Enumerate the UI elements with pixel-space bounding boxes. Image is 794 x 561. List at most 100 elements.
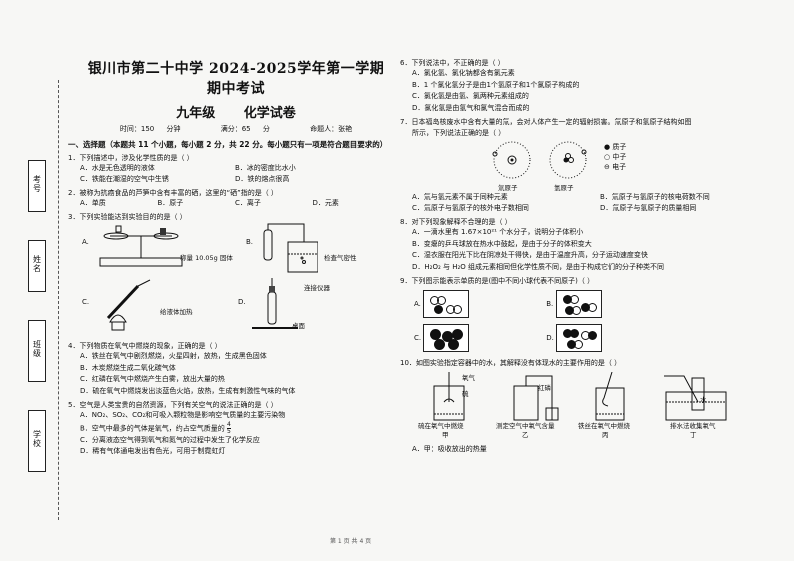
figure-label: A. (414, 300, 421, 308)
atom-icon (434, 339, 446, 350)
figure-caption: 排水法收集氧气 (670, 422, 716, 430)
molecule-box-a (423, 290, 470, 318)
time-info: 时间：150 分钟 (119, 125, 181, 133)
q9-option-a: A. (414, 290, 544, 318)
option: A．氯化氢、氯化钠都含有氯元素 (412, 69, 515, 77)
question-10-figures: 氧气 硫 硫在氧气中燃烧 甲 红磷 测定空气中氧气含量 乙 铁丝在氧气中燃烧 丙 (400, 370, 788, 440)
question-3-figures-bottom: C. 给液体加热 D. 连接仪器 桌面 (68, 278, 390, 338)
fraction-denominator: 5 (227, 427, 231, 435)
binding-box-school (28, 410, 46, 472)
option: A．一滴水里有 1.67×10²¹ 个水分子，说明分子体积小 (412, 228, 584, 236)
exam-title: 银川市第二十中学 2024-2025学年第一学期期中考试 (87, 61, 385, 97)
atom-icon (588, 331, 598, 340)
option: A．氚与氢元素不属于同种元素 (412, 193, 508, 201)
atom-icon (452, 329, 464, 340)
figure-label: 水 (700, 396, 707, 404)
figure-caption: 铁丝在氧气中燃烧 (578, 422, 630, 430)
binding-label: 姓名 (33, 255, 41, 273)
fraction: 4 5 (227, 421, 231, 435)
q9-option-c: C. (414, 324, 544, 352)
water-collection-figure (664, 375, 727, 421)
binding-label: 学校 (33, 430, 41, 448)
binding-margin: 考号 姓名 班级 学校 (18, 120, 54, 520)
figure-label: D. (546, 334, 554, 342)
binding-box-name (28, 240, 46, 292)
option: B．冰的密度比水小 (235, 164, 296, 172)
atom-icon (437, 296, 447, 305)
figure-label: C. (82, 298, 90, 306)
q9-option-d: D. (546, 324, 676, 352)
option: A．水是无色透明的液体 (80, 164, 155, 172)
binding-dashed-line (58, 80, 59, 520)
option: D．H₂O₂ 与 H₂O 组成元素相同但化学性质不同，是由于构成它们的分子种类不… (412, 262, 665, 271)
proton-icon: ● (604, 143, 611, 151)
neutron-icon: ○ (604, 153, 611, 161)
question-5: 5．空气是人类宝贵的自然资源，下列有关空气的说法正确的是（ ） (68, 401, 278, 409)
option: D．稀有气体通电发出有色光，可用于制霓虹灯 (80, 447, 226, 455)
question-7-atoms: 氚原子 氢原子 ● 质子 ○ 中子 ⊖ 电子 (400, 138, 788, 192)
option: D．氯化氢是由氢气和氯气混合而成的 (412, 103, 530, 112)
atom-icon (570, 329, 580, 338)
section-heading: 一、选择题（本题共 11 个小题，每小题 2 分，共 22 分。每小题只有一项是… (68, 140, 388, 149)
atom-icon (448, 339, 460, 350)
option: D．氚原子与氢原子的质量相同 (600, 204, 697, 212)
q9-option-b: B. (546, 290, 676, 318)
sulfur-burning-figure (433, 372, 465, 421)
question-6: 6．下列说法中，不正确的是（ ） (400, 59, 505, 67)
figure-caption: 乙 (522, 431, 529, 439)
iron-burning-figure (595, 372, 625, 421)
legend-item: ⊖ 电子 (604, 162, 626, 172)
figure-caption: 丙 (602, 431, 609, 439)
question-10: 10．如图实验指定容器中的水，其解释没有体现水的主要作用的是（ ） (400, 359, 622, 367)
option: A．NO₂、SO₂、CO₂和可吸入颗粒物是影响空气质量的主要污染物 (80, 411, 286, 419)
figure-label: 硫 (462, 390, 469, 398)
subject-label: 化学试卷 (243, 106, 296, 121)
option: C．氚原子与氢原子的核外电子数相同 (412, 204, 529, 212)
option: A．单质 (80, 199, 106, 207)
atom-icon (569, 295, 579, 304)
option: B．1 个氯化氢分子是由1个氢原子和1个氯原子构成的 (412, 80, 580, 89)
option: C．分离液态空气得到氧气和氮气的过程中发生了化学反应 (80, 435, 260, 444)
question-8: 8．对下列现象解释不合理的是（ ） (400, 218, 512, 226)
figure-label: D. (238, 298, 246, 306)
figure-caption: 连接仪器 (304, 284, 330, 292)
page-footer: 第 1 页 共 4 页 (330, 538, 372, 545)
option: B．变瘪的乒乓球放在热水中鼓起，是由于分子的体积变大 (412, 239, 592, 248)
question-9-row-2: C. D. (414, 324, 788, 352)
binding-label: 班级 (33, 340, 41, 358)
question-1: 1．下列描述中，涉及化学性质的是（ ） (68, 154, 194, 162)
option: D．元素 (312, 199, 339, 207)
atom-caption: 氢原子 (554, 184, 574, 192)
figure-caption: 称量 10.05g 固体 (180, 254, 233, 262)
figure-label: B. (246, 238, 254, 246)
option: C．氯化氢是由氢、氯两种元素组成的 (412, 92, 529, 100)
atom-caption: 氚原子 (498, 184, 518, 192)
option: C．湿衣服在阳光下比在阴凉处干得快，是由于温度升高，分子运动速度变快 (412, 251, 648, 259)
figure-caption: 给液体加热 (160, 308, 193, 316)
molecule-box-b (555, 290, 602, 318)
option-text: B．空气中最多的气体是氧气，约占空气质量的 (80, 424, 225, 432)
figure-caption: 甲 (442, 431, 449, 439)
figure-caption: 桌面 (292, 322, 305, 330)
option: A．铁丝在氧气中剧烈燃烧，火星四射，放热，生成黑色固体 (80, 352, 267, 360)
question-7: 7．日本福岛核废水中含有大量的氚，会对人体产生一定的辐射损害。氚原子和氢原子结构… (400, 118, 692, 126)
figure-label: B. (546, 300, 554, 308)
liquid-heating-figure (106, 279, 151, 331)
option: C．红磷在氧气中燃烧产生白雾，放出大量的热 (80, 375, 225, 383)
legend-item: ○ 中子 (604, 152, 626, 162)
score-info: 满分：65 分 (220, 125, 270, 133)
author-info: 命题人：张艳 (310, 125, 353, 133)
option: D．铁的熔点很高 (235, 175, 290, 183)
binding-label: 考号 (33, 175, 41, 193)
question-7-stem-cont: 所示，下列说法正确的是（ ） (412, 129, 506, 137)
atom-icon (571, 306, 581, 315)
option: B．木炭燃烧生成二氧化碳气体 (80, 363, 176, 372)
figure-caption: 检查气密性 (324, 254, 357, 262)
question-2-options: A．单质 B．原子 C．离子 D．元素 (80, 198, 390, 209)
right-column: 6．下列说法中，不正确的是（ ） A．氯化氢、氯化钠都含有氯元素 B．1 个氯化… (400, 58, 788, 456)
question-1-options: A．水是无色透明的液体 B．冰的密度比水小 C．铁能在潮湿的空气中生锈 D．铁的… (80, 163, 390, 185)
grade-label: 九年级 (176, 106, 216, 121)
tritium-atom-icon (492, 141, 531, 179)
option: B．氚原子与氢原子的核电荷数不同 (600, 193, 710, 201)
